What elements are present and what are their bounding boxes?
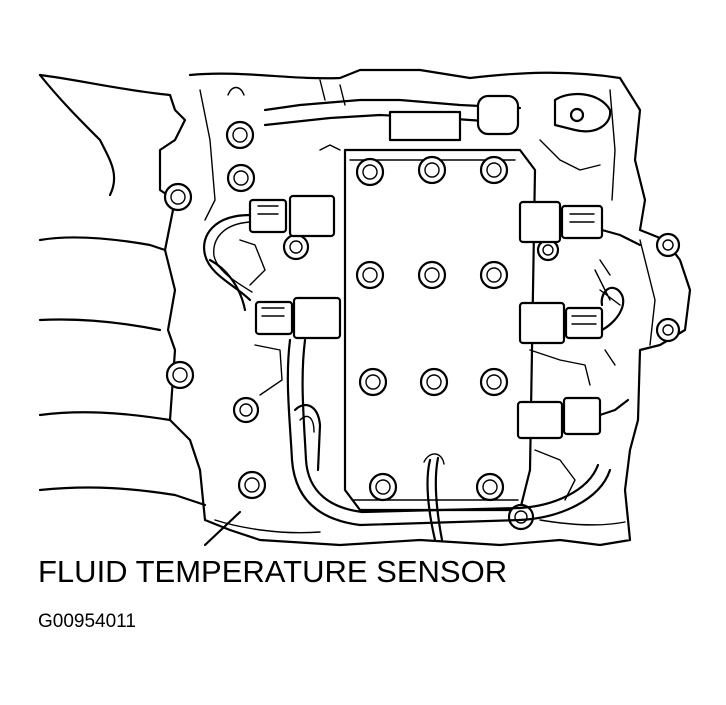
sensor-caption: FLUID TEMPERATURE SENSOR [38,554,508,589]
right-connectors [516,200,604,440]
sensor-leader-line [203,510,242,547]
left-connectors [248,194,342,340]
transmission-case-outline [38,68,692,547]
case-bolts [163,120,681,531]
plate-bolts [355,155,509,502]
wiring-harness [202,213,642,542]
figure-id: G00954011 [38,611,136,632]
valve-body-details [239,139,616,501]
top-bracket [227,79,612,142]
